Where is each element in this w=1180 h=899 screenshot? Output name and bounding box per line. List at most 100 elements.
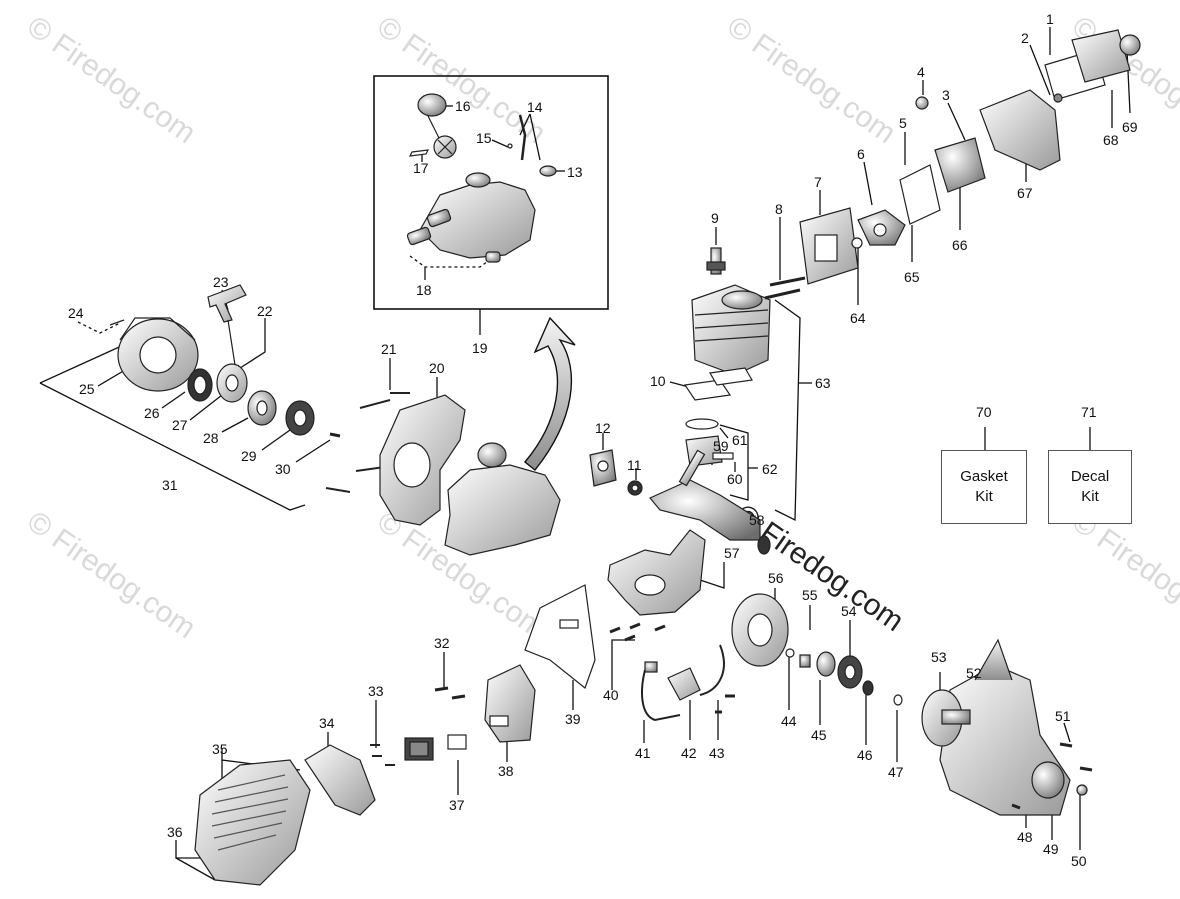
callout-10: 10 xyxy=(650,373,666,389)
muffler xyxy=(484,664,536,743)
curved-arrow xyxy=(524,316,576,471)
callout-5: 5 xyxy=(899,115,907,131)
callout-42: 42 xyxy=(681,745,697,761)
callout-61: 61 xyxy=(732,432,748,448)
leader-26 xyxy=(161,391,186,409)
gaskets-10 xyxy=(683,367,753,401)
carb-gasket xyxy=(899,164,941,225)
fuel-tank xyxy=(406,172,536,263)
leader-2 xyxy=(1029,44,1051,96)
callout-52: 52 xyxy=(966,665,982,681)
decal-kit-line1: Decal xyxy=(1070,468,1110,485)
callout-7: 7 xyxy=(814,174,822,190)
carburetor xyxy=(915,96,986,193)
crankcase xyxy=(607,529,706,616)
starter-spring-2 xyxy=(247,390,277,426)
nut-55 xyxy=(799,654,811,668)
callout-28: 28 xyxy=(203,430,219,446)
callout-30: 30 xyxy=(275,461,291,477)
decal-kit-box: Decal Kit xyxy=(1048,450,1132,524)
bracket-31 xyxy=(39,342,129,384)
leader-30 xyxy=(295,439,331,463)
leader-51 xyxy=(1063,722,1071,743)
fuel-line xyxy=(507,114,557,177)
callout-34: 34 xyxy=(319,715,335,731)
callout-40: 40 xyxy=(603,687,619,703)
leader-lines xyxy=(39,27,1131,881)
leader-22 xyxy=(236,318,266,371)
callout-60: 60 xyxy=(727,471,743,487)
callout-33: 33 xyxy=(368,683,384,699)
starter-pulley xyxy=(216,363,248,403)
cover-34 xyxy=(304,744,376,816)
screen-37 xyxy=(404,734,467,761)
callout-25: 25 xyxy=(79,381,95,397)
starter-housing xyxy=(109,317,199,392)
callout-8: 8 xyxy=(775,201,783,217)
callout-11: 11 xyxy=(627,457,642,473)
carb-flange xyxy=(851,209,906,249)
ignition-module-12 xyxy=(589,449,617,487)
callout-22: 22 xyxy=(257,303,273,319)
air-filter-cover xyxy=(979,29,1141,171)
leader-3 xyxy=(947,102,966,141)
bracket-31-bottom xyxy=(39,382,306,511)
callout-51: 51 xyxy=(1055,708,1071,724)
callout-29: 29 xyxy=(241,448,257,464)
washer-46 xyxy=(862,680,874,696)
callout-48: 48 xyxy=(1017,829,1033,845)
studs-8 xyxy=(764,276,806,300)
callout-1: 1 xyxy=(1046,11,1054,27)
callout-20: 20 xyxy=(429,360,445,376)
leader-57 xyxy=(699,562,725,589)
callout-47: 47 xyxy=(888,764,904,780)
callout-59: 59 xyxy=(713,438,729,454)
callout-14: 14 xyxy=(527,99,543,115)
clutch-drum xyxy=(921,689,971,747)
callout-68: 68 xyxy=(1103,132,1119,148)
washer-47 xyxy=(893,694,903,706)
screws-48-51 xyxy=(1011,742,1093,810)
callout-13: 13 xyxy=(567,164,583,180)
callout-67: 67 xyxy=(1017,185,1033,201)
flywheel xyxy=(731,593,789,667)
screws-33 xyxy=(370,744,395,766)
callout-16: 16 xyxy=(455,98,471,114)
leader-18 xyxy=(409,255,496,268)
callout-41: 41 xyxy=(635,745,651,761)
callout-38: 38 xyxy=(498,763,514,779)
callout-55: 55 xyxy=(802,587,818,603)
engine-cover xyxy=(379,394,466,526)
callout-2: 2 xyxy=(1021,30,1029,46)
leader-6 xyxy=(863,161,873,206)
box-19 xyxy=(373,75,609,310)
clutch-housing xyxy=(939,638,1071,816)
leader-36b xyxy=(175,857,216,881)
callout-63: 63 xyxy=(815,375,831,391)
leader-27 xyxy=(189,394,223,421)
callout-53: 53 xyxy=(931,649,947,665)
callout-64: 64 xyxy=(850,310,866,326)
callout-27: 27 xyxy=(172,417,188,433)
gasket-kit-line2: Kit xyxy=(975,488,993,505)
callout-49: 49 xyxy=(1043,841,1059,857)
callout-32: 32 xyxy=(434,635,450,651)
fuel-cap xyxy=(408,93,457,159)
callout-71: 71 xyxy=(1081,404,1097,420)
callout-19: 19 xyxy=(472,340,488,356)
leader-15 xyxy=(491,139,509,148)
callout-70: 70 xyxy=(976,404,992,420)
leader-28 xyxy=(221,417,249,433)
callout-57: 57 xyxy=(724,545,740,561)
callout-3: 3 xyxy=(942,87,950,103)
starter-pawl xyxy=(285,400,315,436)
bracket-63 xyxy=(774,299,801,522)
callout-66: 66 xyxy=(952,237,968,253)
disc-45 xyxy=(816,651,836,677)
callout-39: 39 xyxy=(565,711,581,727)
callout-62: 62 xyxy=(762,461,778,477)
callout-23: 23 xyxy=(213,274,229,290)
callout-4: 4 xyxy=(917,64,925,80)
